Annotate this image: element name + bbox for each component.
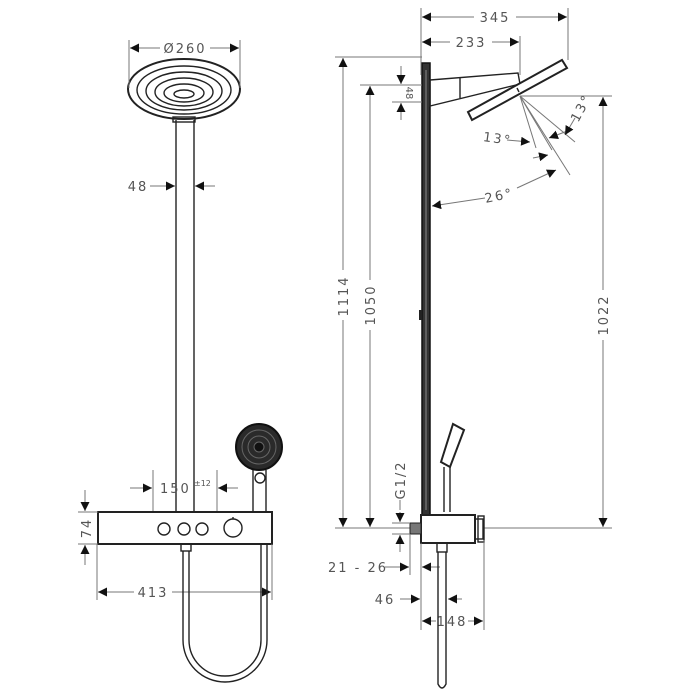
dim-height-head: 1022 (597, 294, 612, 335)
dim-angle-total: 26° (484, 186, 516, 207)
dim-wall-distance: 21 - 26 (328, 561, 388, 576)
dim-connection: G1/2 (394, 461, 409, 500)
side-view: 345 233 48 13° 13° 26° 1114 (328, 8, 612, 689)
dim-height-top: 1114 (337, 275, 352, 316)
dim-spacing-tolerance: ±12 (194, 479, 211, 488)
dim-arm-length: 233 (456, 36, 487, 51)
dim-arm-total: 345 (480, 11, 511, 26)
dim-thermostat-width: 413 (138, 586, 169, 601)
side-hand-shower-icon (439, 422, 466, 512)
dim-height-arm: 1050 (364, 284, 379, 325)
front-view: Ø260 48 150 ±12 (78, 40, 283, 683)
thermostat-body (97, 511, 273, 552)
dim-head-diameter: Ø260 (163, 42, 206, 57)
dim-angle-up: 13° (482, 130, 513, 149)
side-shower-head-icon (466, 58, 569, 122)
overhead-shower-head-icon (127, 58, 241, 123)
hand-shower-icon (235, 423, 283, 512)
dim-hose-offset: 46 (375, 593, 396, 608)
dim-body-depth: 148 (437, 615, 468, 630)
dim-thermostat-height: 74 (80, 518, 95, 539)
dim-angle-down: 13° (568, 92, 595, 125)
dim-spacing: 150 (160, 482, 191, 497)
dim-pipe-width: 48 (128, 180, 149, 195)
dim-head-thickness: 48 (403, 87, 414, 100)
